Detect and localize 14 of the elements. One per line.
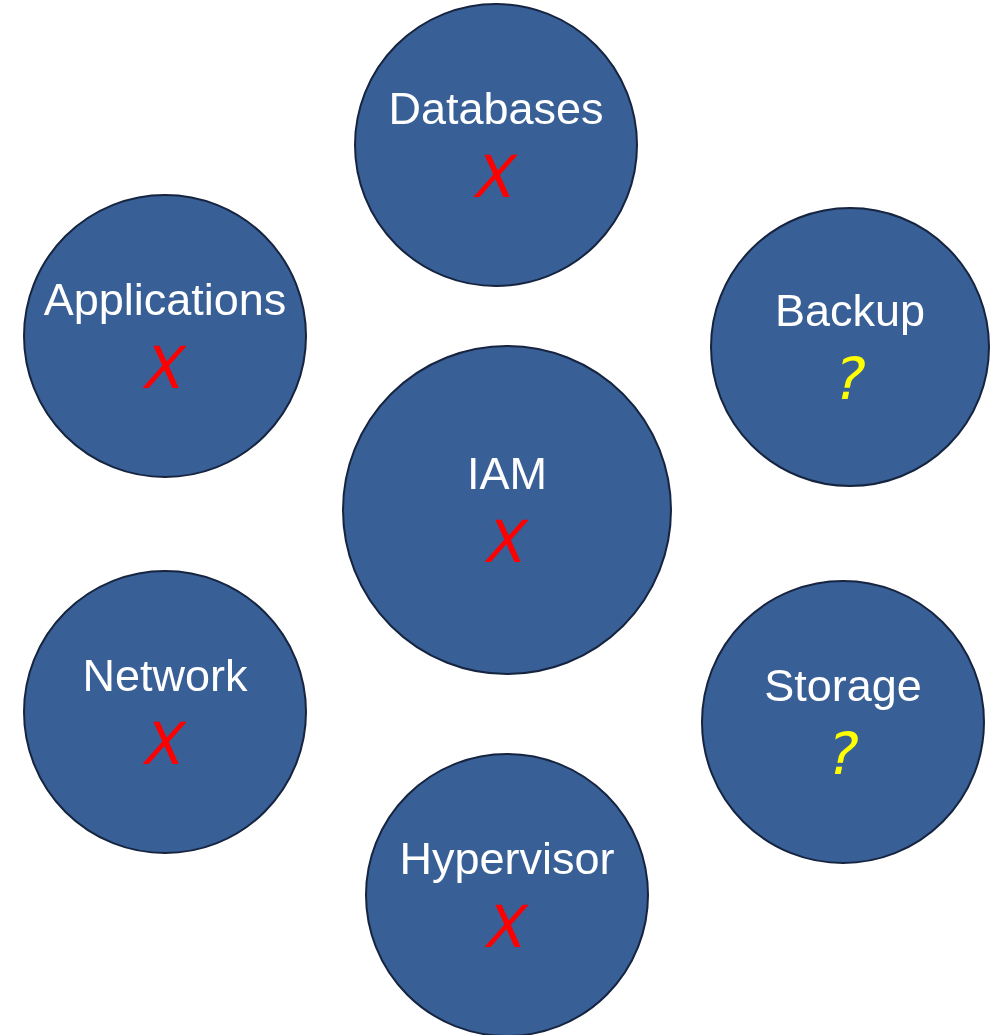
circle-label: Applications xyxy=(43,275,287,325)
circle-label: Storage xyxy=(764,661,922,711)
circle-label: Network xyxy=(82,651,248,701)
status-mark: X xyxy=(469,147,522,206)
status-mark: ? xyxy=(821,724,865,783)
status-mark: X xyxy=(480,512,533,571)
circle-label: IAM xyxy=(467,449,547,499)
circle-label: Databases xyxy=(388,84,604,134)
circle-label: Hypervisor xyxy=(399,834,615,884)
circle-label: Backup xyxy=(774,286,926,336)
status-mark: X xyxy=(138,714,191,773)
status-mark: ? xyxy=(828,349,872,408)
status-mark: X xyxy=(138,338,191,397)
status-mark: X xyxy=(480,897,533,956)
